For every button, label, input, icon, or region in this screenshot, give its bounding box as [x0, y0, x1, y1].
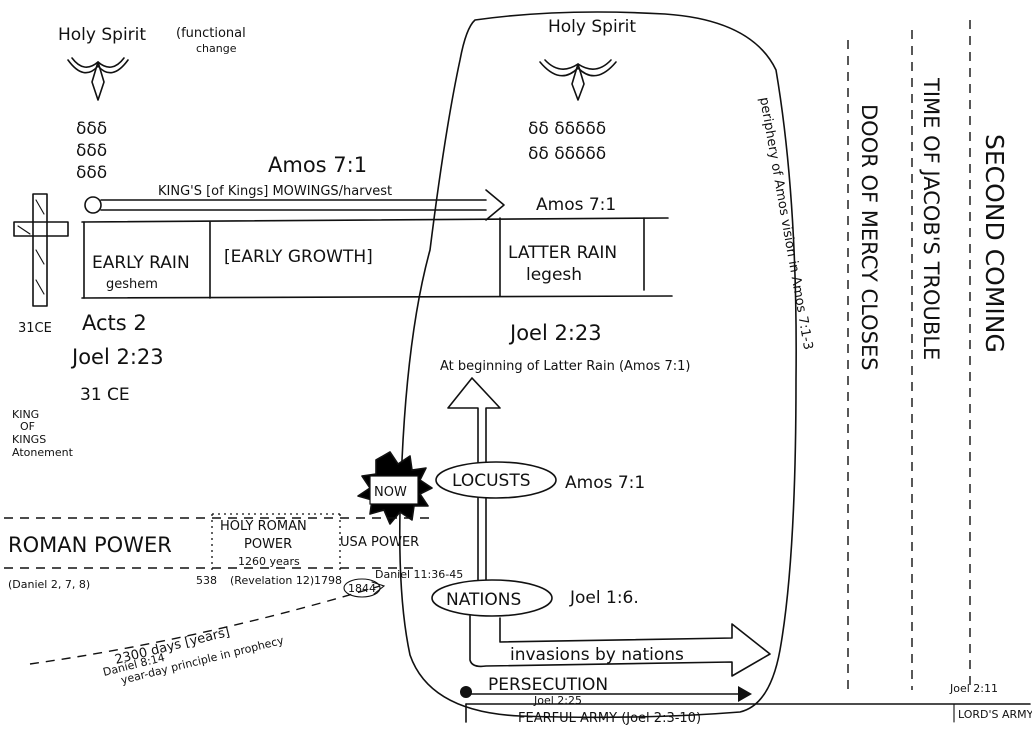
usa-power-label: USA POWER	[340, 535, 419, 550]
svg-text:δδδ: δδδ	[76, 163, 107, 183]
svg-text:δδ δδδδδ: δδ δδδδδ	[528, 119, 606, 139]
amos-top-label: Amos 7:1	[268, 153, 367, 177]
fire-drops-icon: δδ δδδδδ δδ δδδδδ	[528, 119, 606, 164]
persecution-line: PERSECUTION Joel 2:25 FEARFUL ARMY (Joel…	[460, 675, 1031, 726]
amos-right-label: Amos 7:1	[536, 195, 616, 215]
year-1798: 1798	[314, 574, 342, 587]
revelation-ref: (Revelation 12)	[230, 574, 314, 587]
right-spirit-group: Holy Spirit δδ δδδδδ δδ δδδδδ	[528, 17, 636, 164]
harvest-arrow	[84, 189, 505, 221]
locusts-label: LOCUSTS	[452, 471, 531, 491]
now-label: NOW	[374, 485, 407, 500]
rain-table: EARLY RAIN geshem [EARLY GROWTH] LATTER …	[81, 217, 673, 299]
holy-roman-years: 1260 years	[238, 555, 300, 568]
king-label-2: OF	[20, 420, 35, 433]
daniel-1136: Daniel 11:36-45	[375, 568, 463, 581]
latter-rain-word: legesh	[526, 265, 582, 285]
lords-army: Joel 2:11 LORD'S ARMY	[949, 682, 1032, 723]
holy-roman-line1: HOLY ROMAN	[220, 519, 307, 534]
lords-army-ref: Joel 2:11	[949, 682, 998, 695]
locusts-ref: Amos 7:1	[565, 473, 645, 493]
cross-icon	[13, 193, 69, 307]
dove-icon	[67, 57, 129, 101]
fire-drops-icon: δδδ δδδ δδδ	[76, 119, 107, 183]
year-31ce-b: 31 CE	[80, 385, 130, 405]
left-spirit-label: Holy Spirit	[58, 25, 146, 45]
powers-timeline: ROMAN POWER HOLY ROMAN POWER 1260 years …	[4, 513, 463, 598]
daniel-ref: (Daniel 2, 7, 8)	[8, 578, 90, 591]
joel-center-title: Joel 2:23	[508, 321, 602, 345]
svg-text:δδ δδδδδ: δδ δδδδδ	[528, 144, 606, 164]
joel-center-caption: At beginning of Latter Rain (Amos 7:1)	[440, 359, 690, 374]
right-columns: DOOR OF MERCY CLOSES TIME OF JACOB'S TRO…	[847, 20, 1009, 690]
atonement-label: Atonement	[12, 446, 74, 459]
king-label-1: KING	[12, 408, 39, 421]
jacobs-trouble-label: TIME OF JACOB'S TROUBLE	[919, 77, 943, 360]
fearful-army-label: FEARFUL ARMY (Joel 2:3-10)	[518, 711, 701, 726]
left-spirit-group: Holy Spirit (functional change δδδ δδδ δ…	[58, 25, 246, 183]
left-spirit-note-1: (functional	[176, 26, 246, 41]
now-badge: NOW	[357, 451, 433, 525]
second-coming-label: SECOND COMING	[980, 134, 1009, 353]
persecution-label: PERSECUTION	[488, 675, 608, 695]
invasions-arrow: invasions by nations	[469, 615, 771, 677]
persecution-ref: Joel 2:25	[533, 694, 582, 707]
amos-vision-boundary	[398, 11, 797, 719]
up-arrow	[447, 377, 501, 601]
year-1844: 1844	[348, 582, 376, 595]
year-31ce-a: 31CE	[18, 321, 52, 336]
king-label-3: KINGS	[12, 433, 46, 446]
door-of-mercy-label: DOOR OF MERCY CLOSES	[857, 104, 881, 371]
holy-roman-line2: POWER	[244, 537, 292, 552]
right-spirit-label: Holy Spirit	[548, 17, 636, 37]
invasions-label: invasions by nations	[510, 645, 684, 665]
prophecy-note: 2300 days [years] Daniel 8:14 year-day p…	[29, 581, 386, 687]
early-rain-label: EARLY RAIN	[92, 253, 190, 273]
harvest-label: KING'S [of Kings] MOWINGS/harvest	[158, 184, 392, 199]
acts-ref: Acts 2	[82, 311, 147, 335]
svg-text:δδδ: δδδ	[76, 141, 107, 161]
early-rain-word: geshem	[106, 277, 158, 292]
locusts-node: LOCUSTS Amos 7:1	[435, 461, 645, 499]
svg-text:δδδ: δδδ	[76, 119, 107, 139]
lords-army-label: LORD'S ARMY	[958, 708, 1032, 721]
nations-label: NATIONS	[446, 590, 521, 610]
roman-power-label: ROMAN POWER	[8, 533, 172, 557]
early-growth-label: [EARLY GROWTH]	[224, 247, 373, 267]
left-spirit-note-2: change	[196, 42, 237, 55]
nations-ref: Joel 1:6.	[569, 588, 639, 608]
nations-node: NATIONS Joel 1:6.	[431, 579, 639, 617]
joel-223-left: Joel 2:23	[70, 345, 164, 369]
latter-rain-label: LATTER RAIN	[508, 243, 617, 263]
left-notes: 31CE Acts 2 Joel 2:23 31 CE KING OF KING…	[12, 311, 164, 459]
year-538: 538	[196, 574, 217, 587]
dove-icon	[539, 59, 617, 101]
